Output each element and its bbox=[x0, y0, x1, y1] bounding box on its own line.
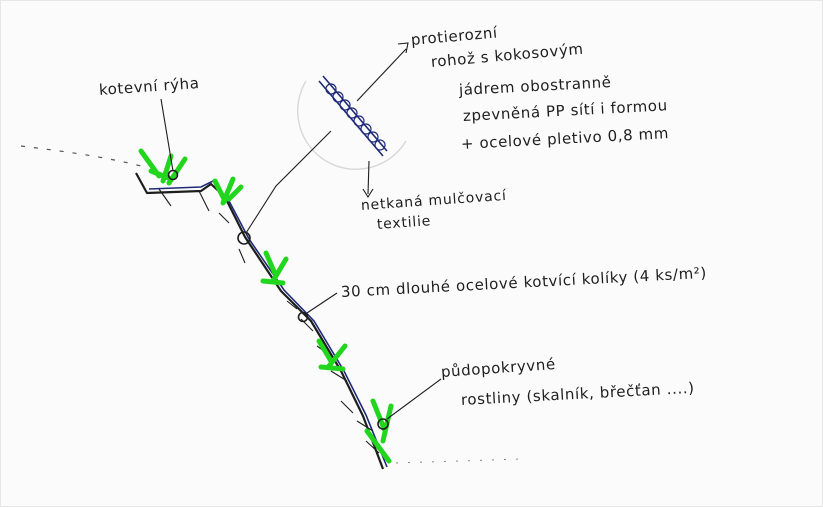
ground-cover-plants bbox=[138, 148, 394, 464]
label-textile-line2: textilie bbox=[376, 213, 432, 233]
steel-pegs bbox=[158, 188, 380, 454]
mat-detail-magnifier bbox=[296, 75, 407, 170]
leader-lines bbox=[160, 42, 442, 420]
coconut-core-coils bbox=[325, 83, 386, 151]
toe-ground-line bbox=[395, 458, 522, 464]
slope-profile-line bbox=[135, 172, 385, 470]
erosion-mat-line bbox=[148, 179, 388, 468]
original-ground-line bbox=[20, 145, 142, 167]
